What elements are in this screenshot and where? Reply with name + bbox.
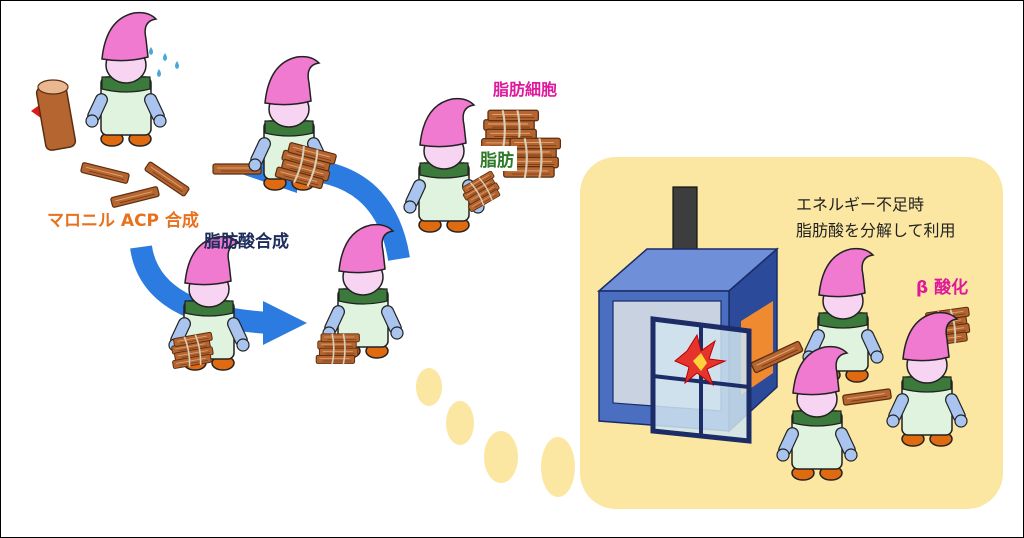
malonyl-acp-label: マロニル ACP 合成: [47, 211, 199, 231]
log-icon: [79, 160, 262, 209]
breakdown-label: 脂肪酸を分解して利用: [796, 221, 956, 240]
fire-icon: [674, 333, 727, 387]
thought-bubbles: [416, 368, 575, 497]
fat-label: 脂肪: [477, 146, 517, 171]
energy-shortage-label: エネルギー不足時: [796, 195, 925, 214]
wood-stove-icon: [597, 186, 779, 444]
gnome-figure-icon: [403, 97, 485, 233]
beta-oxidation-label: β 酸化: [916, 278, 969, 298]
sweat-drops-icon: [149, 47, 179, 77]
gnome-figure-icon: [85, 11, 167, 147]
log-chopping-icon: [31, 79, 77, 151]
fatty-acid-synthesis-label: 脂肪酸合成: [204, 232, 289, 252]
stove-door: [650, 316, 752, 444]
fat-cell-label: 脂肪細胞: [493, 80, 558, 99]
